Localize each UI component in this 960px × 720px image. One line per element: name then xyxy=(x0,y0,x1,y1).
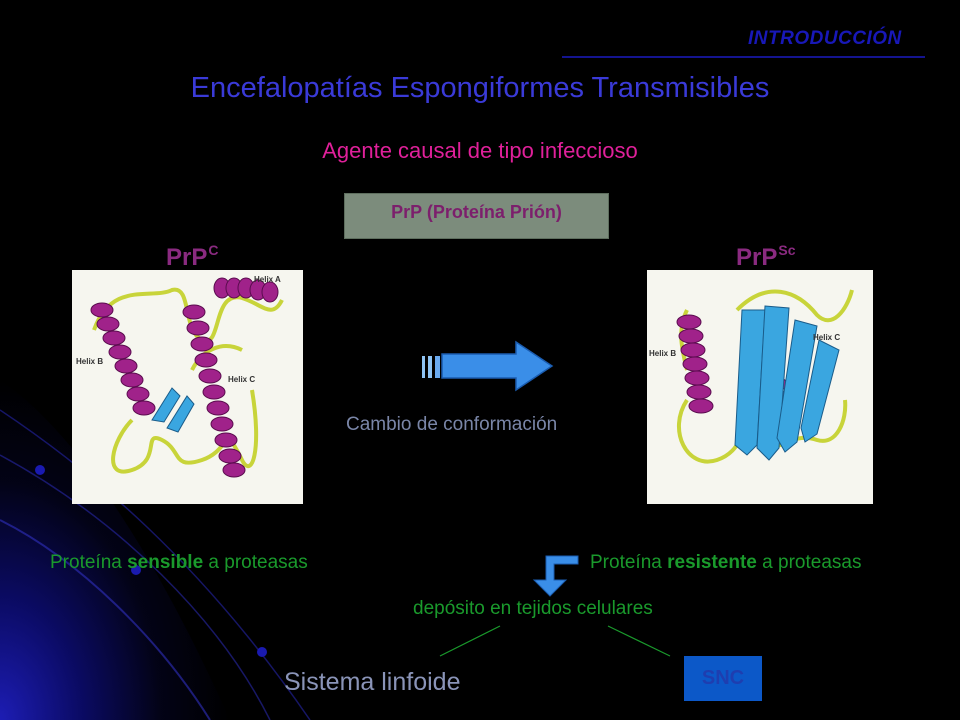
deposit-text: depósito en tejidos celulares xyxy=(413,598,653,619)
prp-box: PrP (Proteína Prión) xyxy=(344,193,609,239)
prpsc-structure-image: Helix B Helix C xyxy=(647,270,873,504)
decor-dot xyxy=(35,465,45,475)
decor-dot xyxy=(131,565,141,575)
helix-b-label-right: Helix B xyxy=(649,349,676,358)
sensitive-protein-text: Proteína sensible a proteasas xyxy=(50,552,308,573)
decor-dot xyxy=(257,647,267,657)
snc-box: SNC xyxy=(684,656,762,701)
resistant-protein-text: Proteína resistente a proteasas xyxy=(590,552,862,573)
prpc-label: PrPC xyxy=(166,242,219,271)
conformation-change-text: Cambio de conformación xyxy=(346,414,558,435)
prpsc-label: PrPSc xyxy=(736,242,796,271)
down-arrow-icon xyxy=(532,555,579,597)
prpc-structure-image: Helix A Helix B Helix C xyxy=(72,270,303,504)
slide-subtitle: Agente causal de tipo infeccioso xyxy=(322,138,638,163)
conversion-arrow-icon xyxy=(422,340,554,392)
snc-label: SNC xyxy=(701,667,745,689)
helix-a-label: Helix A xyxy=(254,275,281,284)
helix-c-label-left: Helix C xyxy=(228,375,255,384)
section-tag: INTRODUCCIÓN xyxy=(748,28,902,49)
helix-b-label-left: Helix B xyxy=(76,357,103,366)
slide-title: Encefalopatías Espongiformes Transmisibl… xyxy=(190,72,770,104)
prp-box-label: PrP (Proteína Prión) xyxy=(391,202,562,222)
lymphoid-system-text: Sistema linfoide xyxy=(284,668,461,696)
helix-c-label-right: Helix C xyxy=(813,333,840,342)
